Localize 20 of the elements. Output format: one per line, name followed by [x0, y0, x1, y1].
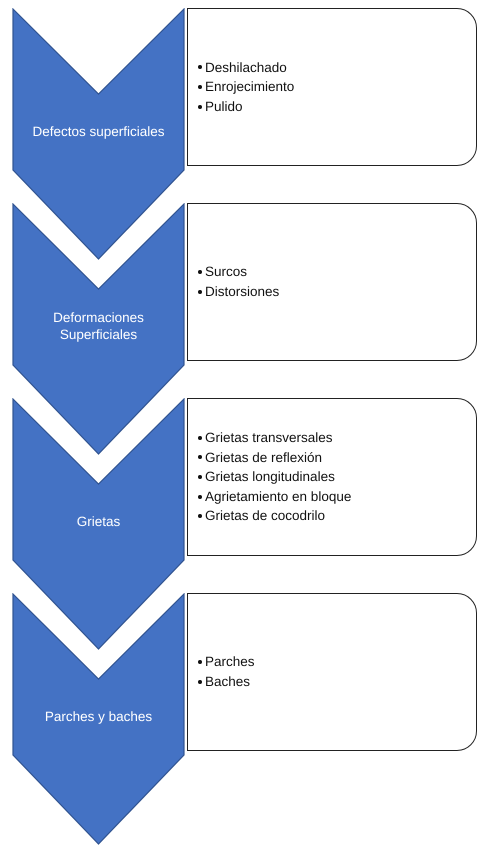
chevron-label: Parches y baches: [44, 708, 154, 726]
list-item: Surcos: [205, 263, 248, 282]
list-item: Baches: [205, 673, 250, 691]
chevron-label: Deformaciones Superficiales: [52, 309, 145, 344]
list-item: Enrojecimiento: [205, 78, 294, 96]
text-box: [187, 398, 477, 556]
list-item: Grietas de reflexión: [205, 448, 322, 467]
chevron-label: Defectos superficiales: [32, 122, 165, 141]
list-item: Agrietamiento en bloque: [205, 488, 352, 506]
list-item: Deshilachado: [205, 58, 287, 77]
list-item: Pulido: [205, 98, 243, 116]
chevron-label: Grietas: [76, 512, 122, 531]
text-box: [187, 203, 477, 361]
list-item: Grietas de cocodrilo: [205, 507, 326, 526]
list-item: Grietas longitudinales: [205, 468, 335, 486]
list-item: Distorsiones: [205, 283, 280, 301]
text-box: [187, 8, 477, 166]
list-item: Parches: [205, 653, 255, 672]
list-item: Grietas transversales: [205, 429, 333, 448]
text-box: [187, 593, 477, 751]
